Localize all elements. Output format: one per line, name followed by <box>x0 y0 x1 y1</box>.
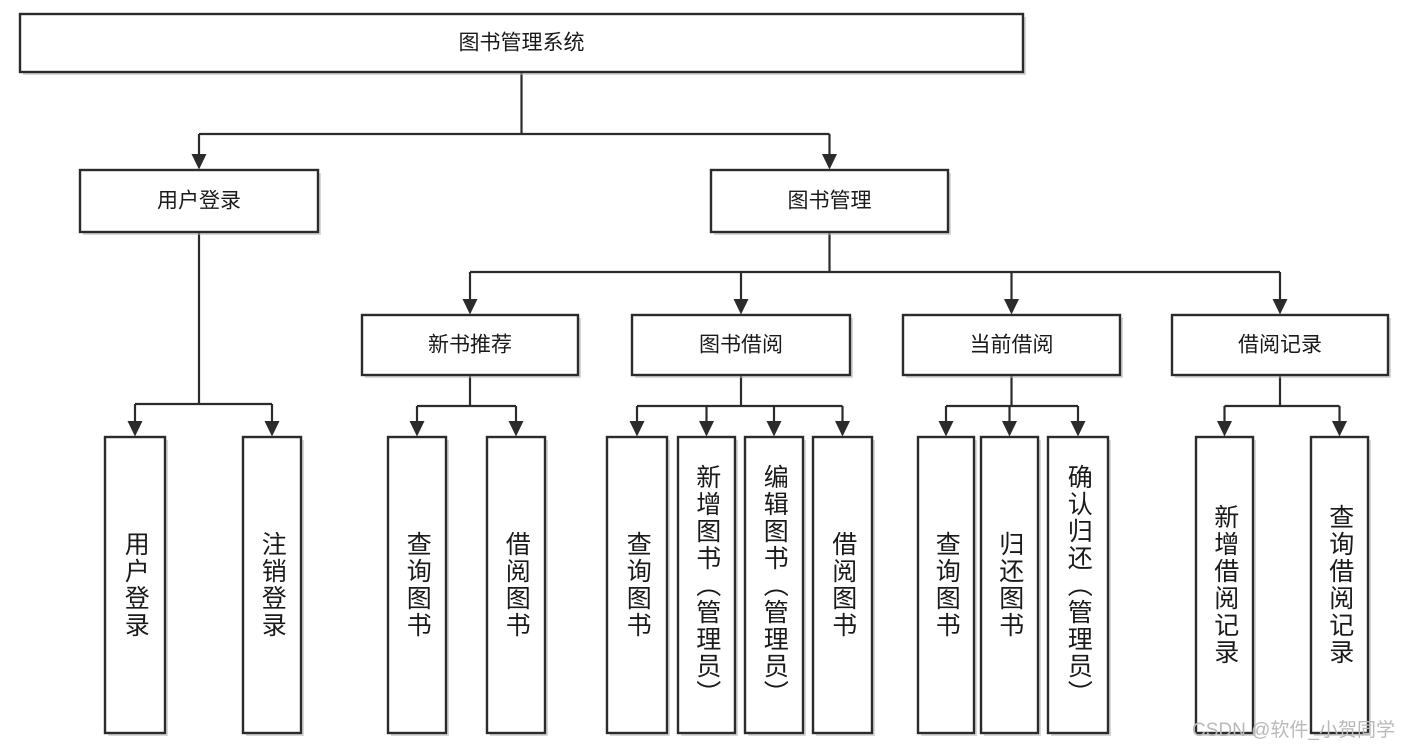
arrow-head-icon <box>264 421 280 437</box>
arrow-head-icon <box>409 421 425 437</box>
node-box-leaf-query-borrow-record[interactable] <box>1309 435 1370 735</box>
node-box-leaf-edit-book[interactable] <box>743 435 805 735</box>
csdn-watermark: CSDN @软件_小贺同学 <box>1192 720 1395 741</box>
arrow-head-icon <box>733 299 749 315</box>
arrow-head-icon <box>629 421 645 437</box>
arrow-head-icon <box>191 154 207 170</box>
node-box-leaf-query-book-recommend[interactable] <box>386 435 448 735</box>
node-box-leaf-borrow-book-recommend[interactable] <box>485 435 547 735</box>
node-label-root: 图书管理系统 <box>459 32 585 55</box>
arrow-head-icon <box>1004 299 1019 315</box>
node-box-root[interactable] <box>18 12 1025 74</box>
arrow-head-icon <box>835 421 850 437</box>
node-label-user-login: 用户登录 <box>157 190 241 213</box>
node-label-current-borrow: 当前借阅 <box>970 334 1054 357</box>
node-box-leaf-add-borrow-record[interactable] <box>1194 435 1255 735</box>
node-box-book-management[interactable] <box>709 168 950 234</box>
node-box-leaf-add-book[interactable] <box>676 435 737 735</box>
node-box-leaf-borrow-book[interactable] <box>811 435 874 735</box>
arrow-head-icon <box>1070 421 1086 437</box>
node-box-leaf-logout[interactable] <box>241 435 303 735</box>
arrow-head-icon <box>462 299 478 315</box>
arrow-head-icon <box>766 421 782 437</box>
arrow-head-icon <box>1217 421 1232 437</box>
node-label-borrow-record: 借阅记录 <box>1238 334 1322 357</box>
node-box-user-login[interactable] <box>78 168 320 234</box>
node-box-leaf-return-book[interactable] <box>979 435 1040 735</box>
arrow-head-icon <box>822 154 837 170</box>
node-box-borrow-record[interactable] <box>1170 313 1390 377</box>
node-box-book-borrow[interactable] <box>630 313 852 377</box>
node-box-layer <box>18 12 1391 736</box>
arrow-head-icon <box>699 421 714 437</box>
arrow-head-icon <box>508 421 524 437</box>
node-box-leaf-user-login[interactable] <box>103 435 167 735</box>
node-box-leaf-query-book-current[interactable] <box>916 435 976 735</box>
node-box-current-borrow[interactable] <box>901 313 1122 377</box>
node-box-new-book-recommend[interactable] <box>360 313 580 377</box>
arrow-head-icon <box>938 421 954 437</box>
node-box-leaf-confirm-return[interactable] <box>1046 435 1110 735</box>
node-label-book-borrow: 图书借阅 <box>699 334 783 357</box>
arrow-head-icon <box>1332 421 1347 437</box>
arrow-head-icon <box>127 421 143 437</box>
connector-layer <box>127 72 1347 437</box>
node-label-new-book-recommend: 新书推荐 <box>428 334 512 357</box>
arrow-head-icon <box>1002 421 1017 437</box>
node-label-book-management: 图书管理 <box>788 190 872 213</box>
arrow-head-icon <box>1272 299 1288 315</box>
node-box-leaf-query-book-borrow[interactable] <box>605 435 669 735</box>
